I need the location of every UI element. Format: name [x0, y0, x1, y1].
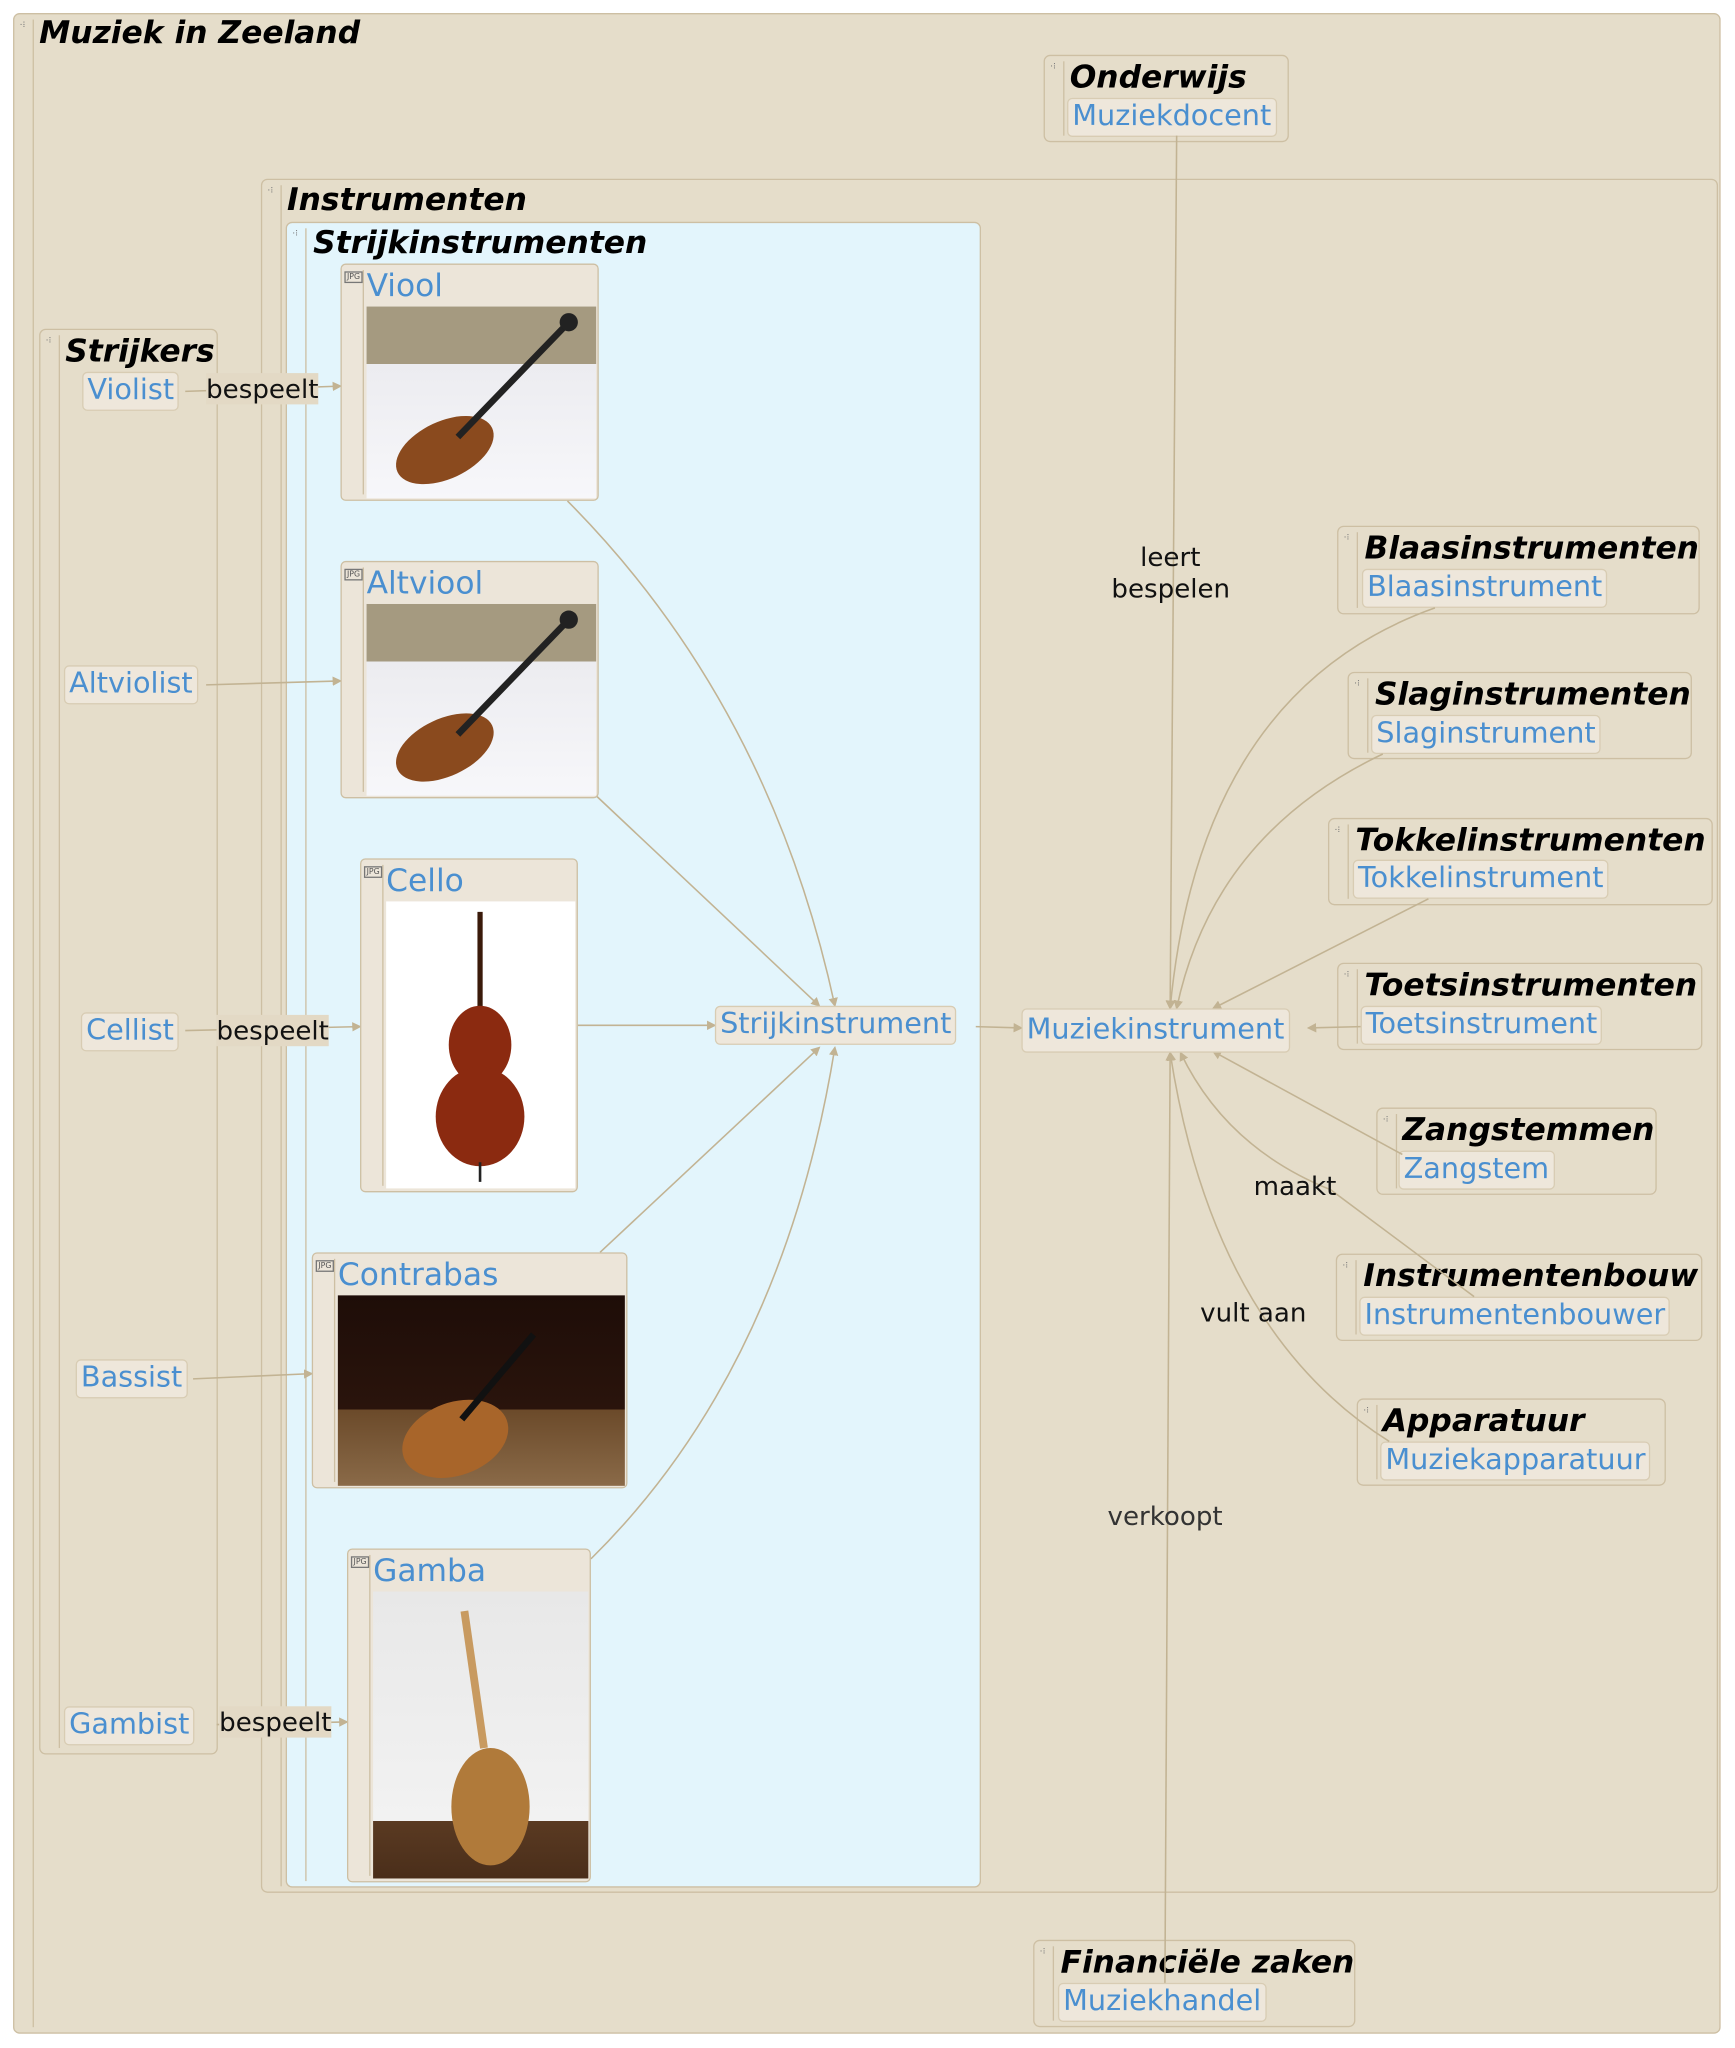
group-title: Strijkers [65, 332, 215, 370]
group-title: Blaasinstrumenten [1364, 529, 1699, 567]
edge-bassist-contrabas [193, 1369, 314, 1380]
card-label: Gamba [373, 1552, 487, 1589]
group-title: Financiële zaken [1060, 1943, 1355, 1981]
card-viool[interactable]: JPG Viool [340, 263, 599, 501]
collapse-icon[interactable]: ·⁝ [267, 185, 274, 196]
edge-label-verkoopt: verkoopt [1107, 1500, 1223, 1532]
group-title: Muziek in Zeeland [39, 14, 361, 51]
collapse-icon[interactable]: ·⁝ [292, 228, 299, 239]
edge-label-bespeelt: bespeelt [216, 1014, 329, 1047]
node-gambist[interactable]: Gambist [63, 1706, 195, 1746]
edge-bouw-muziekinstrument [1179, 1051, 1475, 1298]
card-altviool[interactable]: JPG Altviool [340, 560, 599, 799]
edge-gamba-strijkinstrument [590, 1045, 839, 1560]
edge-strijkinstrument-muziekinstrument [975, 1023, 1023, 1033]
node-cellist[interactable]: Cellist [80, 1012, 180, 1052]
edge-altviolist-altviool [206, 676, 343, 686]
collapse-icon[interactable]: ·⁝ [1363, 1404, 1370, 1416]
jpg-icon: JPG [344, 568, 363, 581]
edge-label-leert: leert [1140, 541, 1201, 573]
edge-label-bespeelt: bespeelt [219, 1706, 332, 1738]
node-toetsinstrument[interactable]: Toetsinstrument [1360, 1005, 1603, 1045]
card-label: Contrabas [337, 1256, 499, 1293]
edge-altviool-strijkinstrument [595, 795, 821, 1007]
collapse-icon[interactable]: ·⁝ [1039, 1946, 1046, 1957]
violin-photo [366, 306, 597, 499]
gamba-photo [373, 1591, 589, 1879]
jpg-icon: JPG [344, 271, 363, 284]
group-title: Onderwijs [1069, 58, 1247, 96]
card-gamba[interactable]: JPG Gamba [346, 1548, 591, 1883]
group-title: Slaginstrumenten [1374, 675, 1691, 713]
group-title: Instrumentenbouw [1363, 1257, 1699, 1295]
edge-label-bespelen: bespelen [1111, 572, 1231, 604]
group-title: Zangstemmen [1402, 1111, 1655, 1148]
edge-viool-strijkinstrument [566, 500, 838, 1008]
node-slaginstrument[interactable]: Slaginstrument [1371, 714, 1601, 755]
node-blaasinstrument[interactable]: Blaasinstrument [1361, 568, 1608, 608]
group-title: Apparatuur [1382, 1402, 1585, 1439]
card-label: Cello [386, 862, 464, 899]
collapse-icon[interactable]: ·⁝ [19, 19, 26, 31]
edge-zang-muziekinstrument [1211, 1050, 1403, 1156]
edge-muziekhandel-muziekinstrument [1164, 1051, 1175, 1983]
edge-label-vult-aan: vult aan [1200, 1296, 1307, 1328]
group-title: Strijkinstrumenten [313, 224, 648, 261]
edge-label-bespeelt: bespeelt [206, 373, 319, 405]
node-zangstem[interactable]: Zangstem [1398, 1150, 1555, 1190]
node-tokkelinstrument[interactable]: Tokkelinstrument [1352, 859, 1609, 899]
collapse-icon[interactable]: ·⁝ [1050, 61, 1056, 72]
collapse-icon[interactable]: ·⁝ [1343, 969, 1350, 980]
node-strijkinstrument[interactable]: Strijkinstrument [714, 1005, 957, 1045]
collapse-icon[interactable]: ·⁝ [1343, 532, 1350, 543]
double-bass-photo [337, 1295, 625, 1486]
edge-toets-muziekinstrument [1306, 1023, 1361, 1033]
jpg-icon: JPG [315, 1260, 335, 1272]
collapse-icon[interactable]: ·⁝ [45, 335, 52, 346]
group-title: Toetsinstrumenten [1364, 966, 1698, 1004]
collapse-icon[interactable]: ·⁝ [1342, 1260, 1349, 1271]
collapse-icon[interactable]: ·⁝ [1334, 824, 1341, 835]
card-label: Viool [366, 267, 444, 304]
card-label: Altviool [366, 564, 484, 602]
group-title: Instrumenten [286, 181, 527, 218]
node-muziekinstrument[interactable]: Muziekinstrument [1021, 1008, 1290, 1053]
node-muziekdocent[interactable]: Muziekdocent [1067, 97, 1277, 137]
collapse-icon[interactable]: ·⁝ [1382, 1114, 1389, 1125]
edge-apparatuur-muziekinstrument [1166, 1051, 1390, 1443]
collapse-icon[interactable]: ·⁝ [1354, 678, 1360, 689]
edge-tokkel-muziekinstrument [1211, 898, 1429, 1010]
jpg-icon: JPG [350, 1556, 370, 1569]
card-cello[interactable]: JPG Cello [360, 858, 578, 1193]
node-muziekhandel[interactable]: Muziekhandel [1057, 1982, 1267, 2022]
card-contrabas[interactable]: JPG Contrabas [311, 1252, 628, 1489]
edge-contrabas-strijkinstrument [599, 1046, 821, 1253]
node-violist[interactable]: Violist [82, 371, 180, 411]
group-title: Tokkelinstrumenten [1355, 821, 1706, 859]
edge-label-maakt: maakt [1253, 1170, 1337, 1202]
node-bassist[interactable]: Bassist [75, 1359, 188, 1399]
node-altviolist[interactable]: Altviolist [63, 665, 198, 705]
cello-photo [386, 901, 576, 1189]
node-muziekapparatuur[interactable]: Muziekapparatuur [1380, 1441, 1651, 1481]
jpg-icon: JPG [363, 866, 383, 878]
node-instrumentenbouwer[interactable]: Instrumentenbouwer [1359, 1296, 1671, 1336]
viola-photo [366, 603, 597, 796]
edge-muziekdocent-muziekinstrument [1165, 135, 1178, 1010]
edge-slag-muziekinstrument [1173, 753, 1384, 1010]
edge-blaas-muziekinstrument [1166, 607, 1436, 1010]
